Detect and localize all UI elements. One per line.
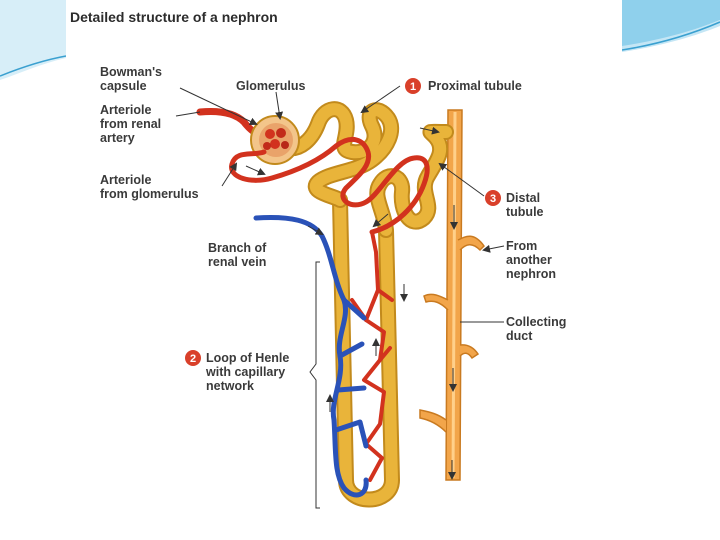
label-loop-of-henle: Loop of Henle with capillary network xyxy=(205,351,293,393)
marker-2: 2 xyxy=(185,350,201,366)
label-proximal-tubule: Proximal tubule xyxy=(428,79,522,93)
banner-wave-left xyxy=(0,0,66,80)
label-glomerulus: Glomerulus xyxy=(236,79,306,93)
marker-3: 3 xyxy=(485,190,501,206)
label-arteriole-renal-artery: Arteriole from renal artery xyxy=(100,103,165,145)
label-arteriole-glomerulus: Arteriole from glomerulus xyxy=(100,173,199,201)
label-distal-tubule: Distal tubule xyxy=(506,191,544,219)
duct-branch-bottom xyxy=(420,410,446,432)
marker-1: 1 xyxy=(405,78,421,94)
svg-text:3: 3 xyxy=(490,193,496,205)
duct-branch-mid xyxy=(424,294,448,310)
label-collecting-duct: Collecting duct xyxy=(506,315,570,343)
nephron-diagram: Detailed structure of a nephron xyxy=(66,0,622,540)
nephron-figure: Detailed structure of a nephron xyxy=(66,0,622,540)
label-branch-renal-vein: Branch of renal vein xyxy=(208,241,270,269)
svg-text:2: 2 xyxy=(190,353,196,365)
duct-branch-right xyxy=(460,345,478,358)
label-bowmans-capsule: Bowman's capsule xyxy=(100,65,166,93)
duct-branch-top xyxy=(458,236,484,250)
diagram-title: Detailed structure of a nephron xyxy=(70,9,278,25)
svg-text:1: 1 xyxy=(410,81,416,93)
label-from-another-nephron: From another nephron xyxy=(506,239,556,281)
